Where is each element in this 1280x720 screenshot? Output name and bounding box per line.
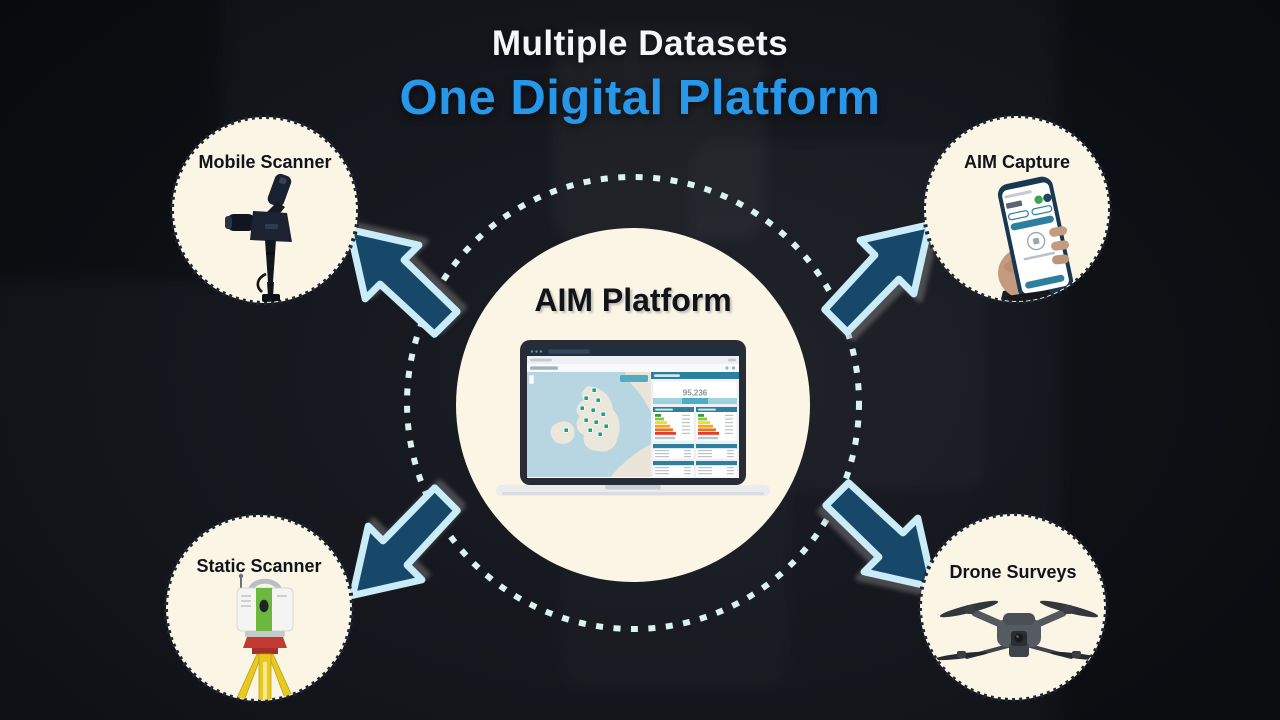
node-drone-surveys: Drone Surveys: [915, 509, 1111, 705]
epc-chart-card-1: [652, 406, 695, 442]
dashboard-right-panel: 95,236: [651, 372, 739, 478]
dashboard-table-cards: [652, 443, 738, 478]
quadcopter-drone-photo: [934, 600, 1104, 661]
dashboard-map-uk: [527, 372, 651, 477]
handheld-mobile-scanner-photo: [225, 173, 292, 302]
dotted-orbit-ring: [404, 174, 862, 632]
headline: Multiple Datasets One Digital Platform: [0, 0, 1280, 126]
node-aim-capture: AIM Capture: [919, 111, 1115, 307]
headline-line-2: One Digital Platform: [399, 71, 881, 125]
node-label-mobile-scanner: Mobile Scanner: [198, 152, 332, 172]
center-label: AIM Platform: [534, 282, 732, 318]
map-site-markers: [563, 387, 609, 437]
tripod-laser-scanner-photo: [235, 573, 295, 700]
node-static-scanner: Static Scanner: [161, 510, 357, 706]
arrow-to-static-scanner: [325, 484, 475, 599]
node-label-static-scanner: Static Scanner: [196, 556, 322, 576]
arrow-to-aim-capture: [807, 221, 957, 336]
arrow-to-mobile-scanner: [322, 226, 472, 338]
total-assets-stat: 95,236: [683, 389, 708, 398]
map-action-button: [620, 375, 648, 382]
node-label-aim-capture: AIM Capture: [963, 152, 1070, 172]
laptop-dashboard-mockup: 95,236: [496, 338, 770, 502]
laptop-base: [496, 485, 770, 496]
hand-holding-phone-app-photo: [997, 176, 1074, 301]
headline-line-1: Multiple Datasets: [491, 24, 789, 63]
arrow-to-drone-surveys: [811, 479, 961, 591]
node-mobile-scanner: Mobile Scanner: [167, 112, 363, 308]
map-zoom-control: [528, 374, 535, 385]
node-label-drone-surveys: Drone Surveys: [949, 562, 1077, 582]
epc-chart-card-2: [695, 406, 738, 442]
